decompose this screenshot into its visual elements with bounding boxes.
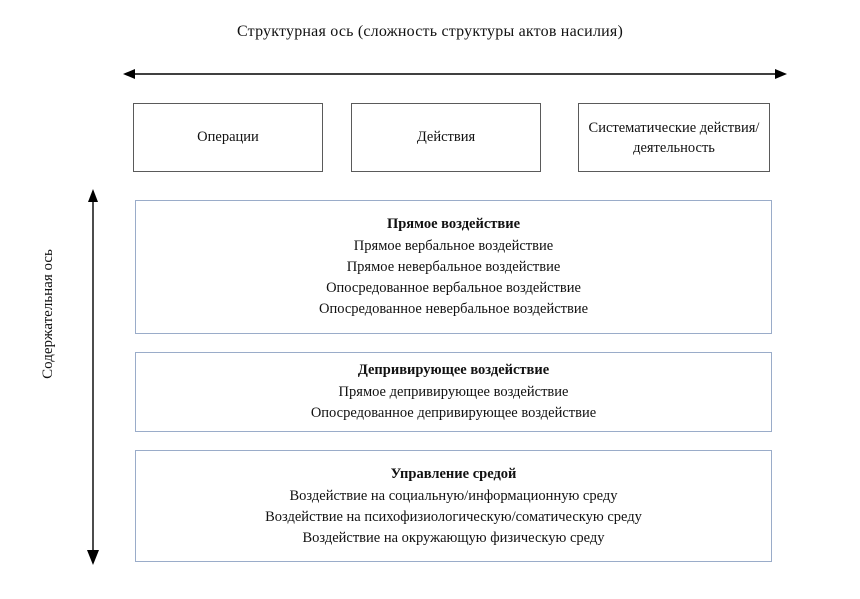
content-block-item: Воздействие на окружающую физическую сре… xyxy=(302,529,605,546)
content-block-item: Прямое депривирующее воздействие xyxy=(338,384,569,400)
structural-level-box-actions[interactable]: Действия xyxy=(351,103,541,172)
structural-level-label: Систематические действия/ деятельность xyxy=(588,119,760,156)
content-block-heading: Депривирующее воздействие xyxy=(357,362,550,378)
double-headed-horizontal-arrow-icon xyxy=(123,69,787,79)
horizontal-axis-title: Структурная ось (сложность структуры акт… xyxy=(237,23,623,40)
vertical-axis-title: Содержательная ось xyxy=(40,249,56,379)
content-block-item: Воздействие на психофизиологическую/сома… xyxy=(265,508,642,525)
vertical-axis-arrow xyxy=(80,186,106,568)
horizontal-axis-arrow xyxy=(120,62,790,86)
content-block-item: Опосредованное невербальное воздействие xyxy=(318,301,589,317)
content-block-heading: Прямое воздействие xyxy=(386,216,521,232)
content-block-environment-control[interactable]: Управление средой Воздействие на социаль… xyxy=(135,450,772,562)
content-block-item: Прямое невербальное воздействие xyxy=(346,259,561,275)
structural-level-box-systematic-activity[interactable]: Систематические действия/ деятельность xyxy=(578,103,770,172)
structural-level-label: Действия xyxy=(416,129,476,145)
content-block-item: Прямое вербальное воздействие xyxy=(353,238,554,254)
structural-level-box-operations[interactable]: Операции xyxy=(133,103,323,172)
structural-level-label: Операции xyxy=(197,129,259,145)
content-block-item: Опосредованное вербальное воздействие xyxy=(326,280,581,296)
content-block-heading: Управление средой xyxy=(390,465,517,482)
double-headed-vertical-arrow-icon xyxy=(87,189,99,565)
content-block-direct-impact[interactable]: Прямое воздействие Прямое вербальное воз… xyxy=(135,200,772,334)
content-block-depriving-impact[interactable]: Депривирующее воздействие Прямое деприви… xyxy=(135,352,772,432)
content-block-item: Воздействие на социальную/информационную… xyxy=(289,487,618,504)
content-block-item: Опосредованное депривирующее воздействие xyxy=(310,405,597,421)
